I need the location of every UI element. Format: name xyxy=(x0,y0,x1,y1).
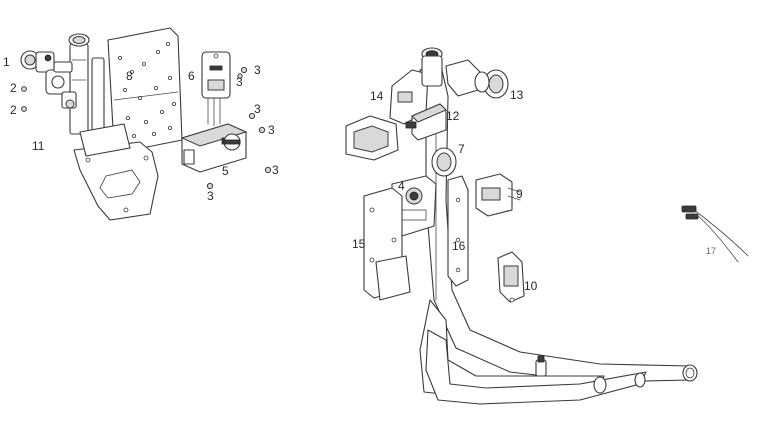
callout-8: 8 xyxy=(126,69,133,83)
callout-3c: 3 xyxy=(254,102,261,116)
right-assembly xyxy=(345,47,698,405)
callout-12: 12 xyxy=(446,109,460,123)
filler-neck-part xyxy=(421,47,443,87)
callout-2b: 2 xyxy=(10,103,17,117)
callout-7: 7 xyxy=(458,142,465,156)
seal-ring-part-13 xyxy=(445,59,509,99)
callout-2a: 2 xyxy=(10,81,17,95)
callout-3a: 3 xyxy=(254,63,261,77)
frame-plate-part-16 xyxy=(447,175,469,287)
callout-10: 10 xyxy=(524,279,538,293)
callout-17: 17 xyxy=(706,246,716,256)
callout-14: 14 xyxy=(370,89,384,103)
nuts-part-3 xyxy=(206,66,272,190)
lower-bracket-part xyxy=(73,123,159,221)
callout-3d: 3 xyxy=(268,123,275,137)
callout-15: 15 xyxy=(352,237,366,251)
round-gasket-part-7 xyxy=(431,147,457,177)
screws-part-2 xyxy=(21,86,27,112)
callout-1: 1 xyxy=(3,55,10,69)
callout-13: 13 xyxy=(510,88,524,102)
callout-labels: 1 2 2 3 3 3 3 3 3 4 5 6 7 8 9 10 11 12 1… xyxy=(3,55,716,293)
callout-16: 16 xyxy=(452,239,466,253)
frame-tubes-part xyxy=(419,61,698,405)
callout-3e: 3 xyxy=(207,189,214,203)
callout-11: 11 xyxy=(32,139,45,153)
sensor-part-10 xyxy=(497,251,525,303)
callout-3b: 3 xyxy=(236,75,243,89)
callout-3f: 3 xyxy=(272,163,279,177)
riser-pipe-part xyxy=(68,33,105,139)
callout-6: 6 xyxy=(188,69,195,83)
control-unit-part-5 xyxy=(180,123,248,173)
callout-5: 5 xyxy=(222,164,229,178)
harness-part-17 xyxy=(681,205,749,263)
large-plate-part-15 xyxy=(363,187,411,301)
left-assembly xyxy=(20,27,272,221)
control-box-part-4 xyxy=(391,175,437,237)
relay-part-9 xyxy=(475,173,521,217)
upper-box-part-12 xyxy=(405,103,447,141)
upper-plate-part-14 xyxy=(389,69,429,125)
valve-cluster-part xyxy=(20,50,77,109)
callout-4: 4 xyxy=(398,179,405,193)
sensor-module-part-6 xyxy=(201,51,231,127)
side-plate-left-part xyxy=(345,115,399,161)
callout-9: 9 xyxy=(516,187,523,201)
